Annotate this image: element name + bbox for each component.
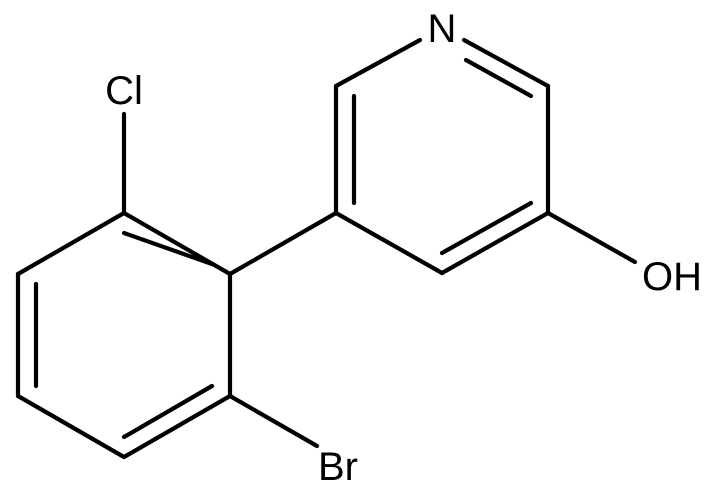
bond-n-c2-inner: [463, 57, 534, 99]
bond-biaryl: [227, 210, 339, 277]
bond-ca-cb-inner: [121, 230, 215, 267]
bond-c1-oh: [545, 210, 638, 265]
bond-ce-cf: [121, 393, 233, 460]
atom-label-br: Br: [318, 445, 358, 489]
atom-label-n: N: [428, 7, 457, 51]
atom-label-cl: Cl: [105, 69, 143, 113]
bond-c1-c6: [439, 210, 551, 276]
bond-n-c2: [461, 37, 551, 89]
bond-c1-c6-inner: [439, 200, 534, 256]
bond-ce-cf-inner: [121, 383, 215, 440]
bond-ca-cb: [121, 210, 233, 277]
pyridine-ring: [333, 37, 638, 276]
bond-c5-n-double-outer: [333, 37, 423, 89]
benzene-ring: [15, 111, 320, 460]
bond-cb-cc: [15, 210, 127, 277]
bond-c6-c4: [333, 210, 445, 276]
bond-cd-ce: [15, 393, 127, 460]
bond-cf-br: [227, 393, 320, 449]
atom-label-oh: OH: [642, 255, 702, 299]
